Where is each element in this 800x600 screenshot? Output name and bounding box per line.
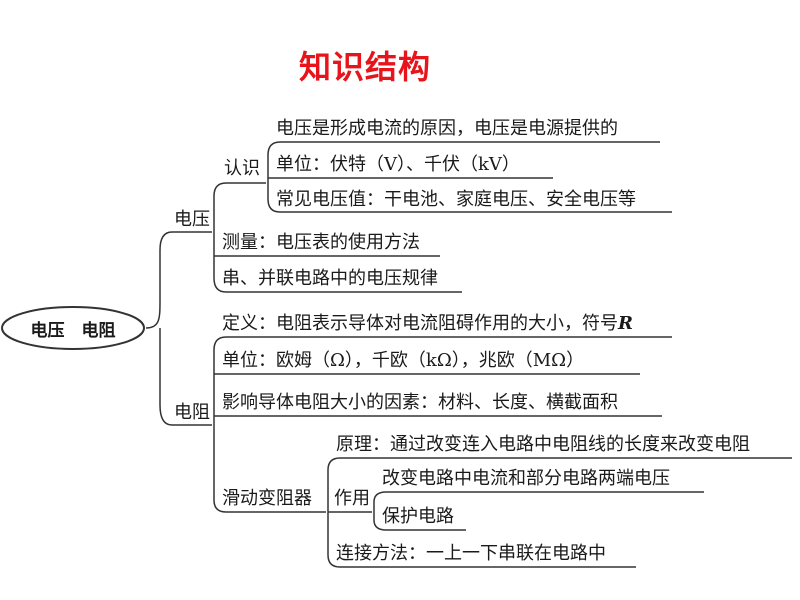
recognize-node: 认识 <box>224 158 260 179</box>
voltage-item-unit: 单位：伏特（V）、千伏（kV） <box>276 154 520 175</box>
voltage-law: 串、并联电路中的电压规律 <box>222 268 438 289</box>
page-title: 知识结构 <box>298 48 431 86</box>
root-node-ellipse <box>1 306 145 350</box>
connector-rheostat <box>327 457 792 568</box>
resistance-definition: 定义：电阻表示导体对电流阻碍作用的大小，符号R <box>222 313 633 335</box>
function-item-change: 改变电路中电流和部分电路两端电压 <box>382 468 670 489</box>
voltage-item-cause: 电压是形成电流的原因，电压是电源提供的 <box>276 118 618 139</box>
resistance-units: 单位：欧姆（Ω），千欧（kΩ），兆欧（MΩ） <box>222 350 585 371</box>
connector-function <box>373 491 704 531</box>
resistance-definition-text: 定义：电阻表示导体对电流阻碍作用的大小，符号 <box>222 313 618 334</box>
root-node: 电压 电阻 <box>30 320 116 341</box>
connector-resistance <box>213 336 672 513</box>
resistance-symbol: R <box>618 313 633 334</box>
connector-root <box>145 231 212 426</box>
voltage-measure: 测量：电压表的使用方法 <box>222 232 420 253</box>
resistance-node: 电阻 <box>174 402 210 423</box>
function-item-protect: 保护电路 <box>382 506 454 527</box>
connector-voltage <box>213 182 462 293</box>
resistance-factors: 影响导体电阻大小的因素：材料、长度、横截面积 <box>222 392 618 413</box>
rheostat-principle: 原理：通过改变连入电路中电阻线的长度来改变电阻 <box>336 434 750 455</box>
rheostat-connection: 连接方法：一上一下串联在电路中 <box>336 543 606 564</box>
function-node: 作用 <box>334 488 370 509</box>
voltage-node: 电压 <box>174 209 210 230</box>
rheostat-node: 滑动变阻器 <box>222 488 312 509</box>
connector-recognize <box>267 141 672 213</box>
voltage-item-common-values: 常见电压值：干电池、家庭电压、安全电压等 <box>276 189 636 210</box>
